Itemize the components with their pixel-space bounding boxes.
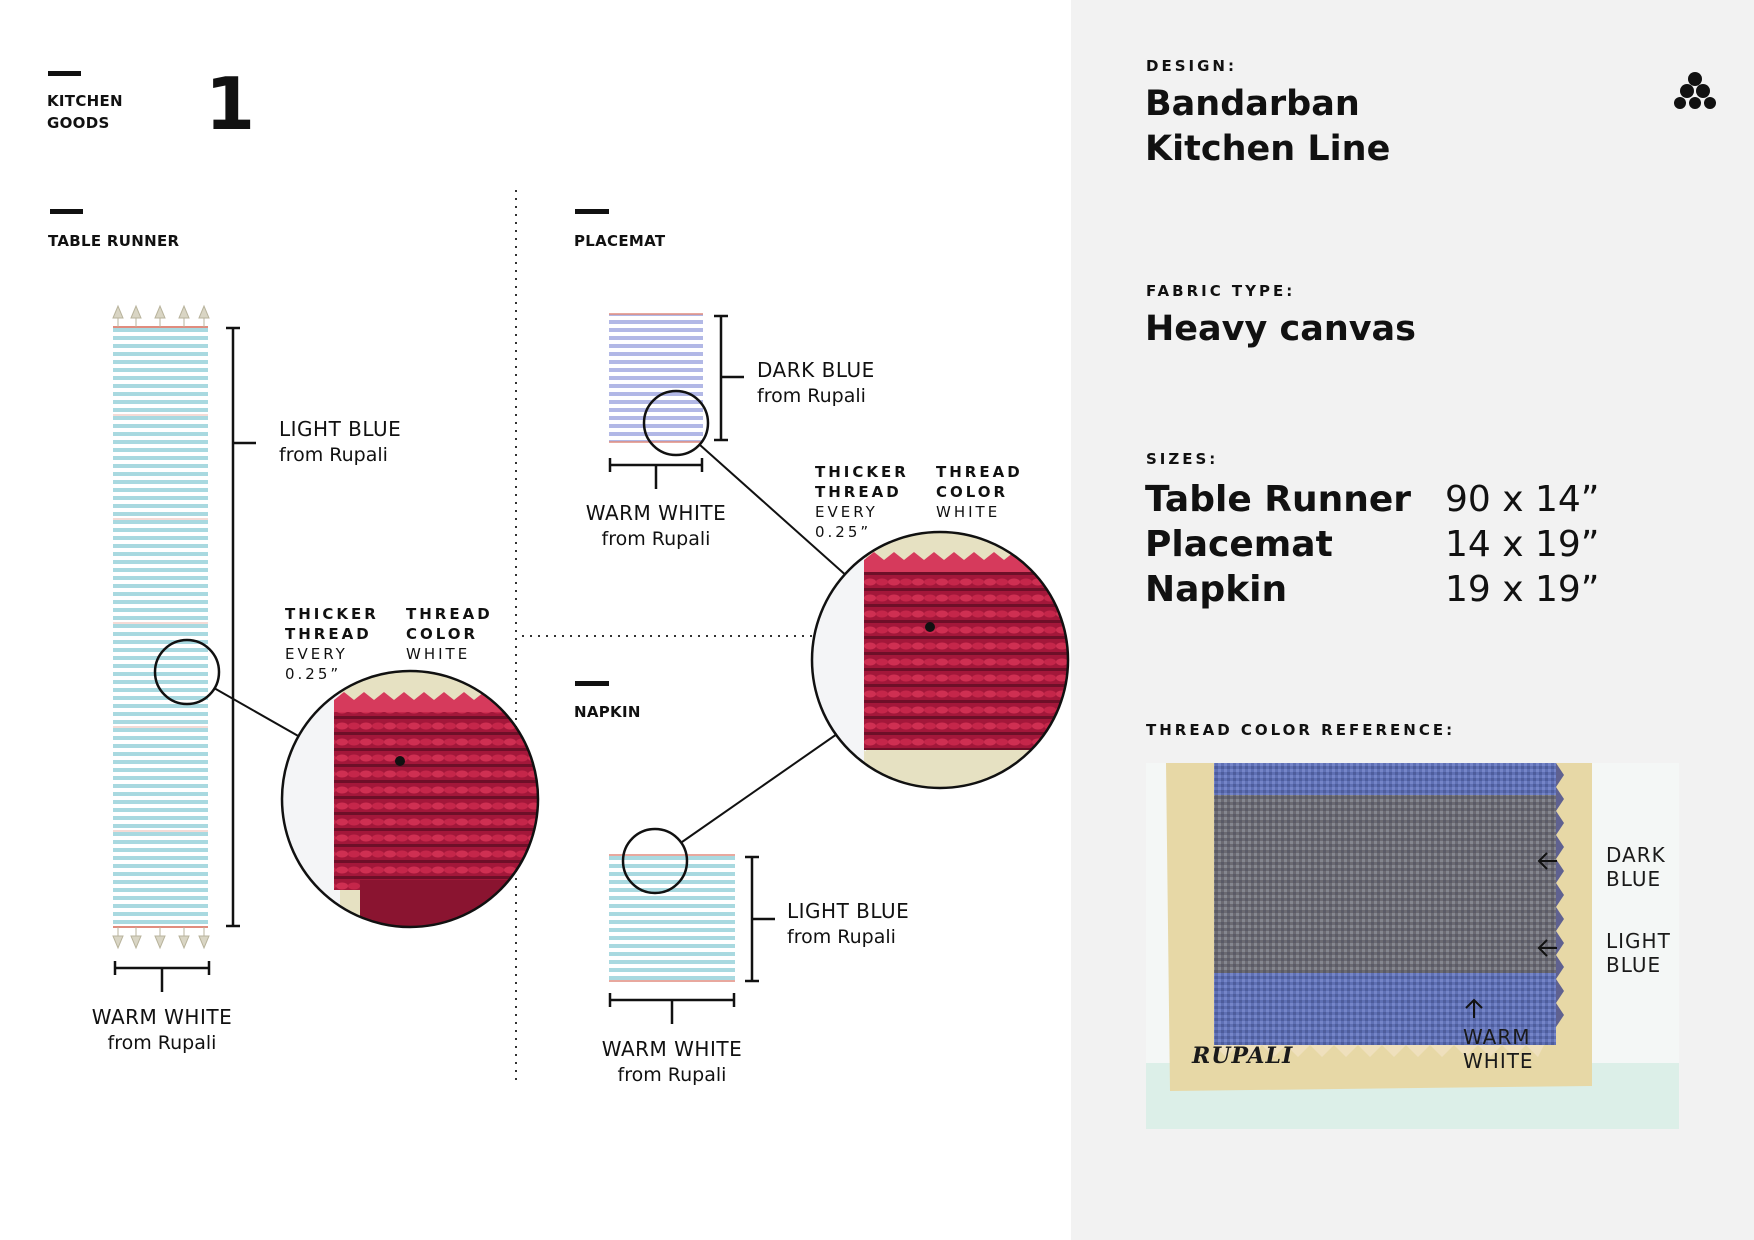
size-value-placemat: 14 x 19”: [1445, 524, 1600, 565]
reference-brand-mark: RUPALI: [1192, 1043, 1294, 1069]
reference-white-line-2: WHITE: [1463, 1049, 1534, 1073]
table-runner-detail-line-2: THREAD: [285, 625, 372, 643]
table-runner-base-callout: WARM WHITE from Rupali: [82, 1004, 242, 1056]
fabric-type-value: Heavy canvas: [1145, 309, 1417, 349]
placemat-stripe-color: DARK BLUE: [757, 358, 875, 382]
placemat-base-source: from Rupali: [601, 528, 711, 550]
napkin-base-source: from Rupali: [617, 1064, 727, 1086]
size-value-napkin: 19 x 19”: [1445, 569, 1600, 610]
placemat-detail-line-2: THREAD: [815, 483, 902, 501]
placemat-detail-line-3: EVERY: [815, 503, 878, 521]
header-dash: [48, 71, 81, 76]
napkin-stripe-callout: LIGHT BLUE from Rupali: [787, 898, 909, 950]
table-runner-thread-line-2: COLOR: [406, 625, 479, 643]
placemat-stripe-callout: DARK BLUE from Rupali: [757, 357, 875, 409]
placemat-base-callout: WARM WHITE from Rupali: [571, 500, 741, 552]
design-name: Bandarban Kitchen Line: [1145, 82, 1390, 172]
size-value-table-runner: 90 x 14”: [1445, 479, 1600, 520]
thread-reference-photo: DARK BLUE LIGHT BLUE WARM WHITE RUPALI: [1146, 763, 1679, 1129]
table-runner-fringe-top: [112, 304, 210, 327]
placemat-thread-line-2: COLOR: [936, 483, 1009, 501]
placemat-thread-closeup: [812, 532, 1068, 788]
reference-warm-white-label: WARM WHITE: [1463, 1025, 1534, 1073]
size-name-napkin: Napkin: [1145, 569, 1288, 610]
placemat-detail-line-4: 0.25”: [815, 523, 872, 541]
table-runner-thread-closeup: [282, 671, 538, 927]
table-runner-stripe-color: LIGHT BLUE: [279, 417, 402, 441]
table-runner-length-bracket: [226, 326, 256, 928]
swatch-card-illustration: [1146, 763, 1679, 1129]
placemat-stripe-source: from Rupali: [757, 385, 866, 407]
category-label: KITCHEN GOODS: [47, 90, 123, 134]
placemat-zoom-connector: [699, 444, 850, 579]
reference-dark-line-1: DARK: [1606, 843, 1666, 867]
size-name-table-runner: Table Runner: [1145, 479, 1412, 520]
table-runner-base-color: WARM WHITE: [91, 1005, 233, 1029]
design-name-line-1: Bandarban: [1145, 84, 1360, 124]
placemat-thread-note: THREAD COLOR WHITE: [936, 462, 1023, 522]
placemat-base-color: WARM WHITE: [585, 501, 727, 525]
placemat-width-bracket: [608, 458, 704, 489]
category-line-2: GOODS: [47, 114, 110, 132]
napkin-stripe-color: LIGHT BLUE: [787, 899, 910, 923]
napkin-stripe-source: from Rupali: [787, 926, 896, 948]
reference-light-line-1: LIGHT: [1606, 929, 1671, 953]
placemat-height-bracket: [714, 314, 744, 442]
placemat-title: PLACEMAT: [574, 232, 666, 250]
napkin-width-bracket: [608, 993, 736, 1024]
fabric-type-label: FABRIC TYPE:: [1146, 282, 1296, 300]
placemat-detail-line-1: THICKER: [815, 463, 909, 481]
table-runner-thread-note: THREAD COLOR WHITE: [406, 604, 493, 664]
table-runner-base-source: from Rupali: [107, 1032, 217, 1054]
reference-light-blue-label: LIGHT BLUE: [1606, 929, 1671, 977]
category-line-1: KITCHEN: [47, 92, 123, 110]
placemat-thread-line-1: THREAD: [936, 463, 1023, 481]
design-label: DESIGN:: [1146, 57, 1237, 75]
placemat-detail-note: THICKER THREAD EVERY 0.25”: [815, 462, 909, 542]
reference-dark-blue-label: DARK BLUE: [1606, 843, 1666, 891]
napkin-title: NAPKIN: [574, 703, 641, 721]
sizes-label: SIZES:: [1146, 450, 1219, 468]
placemat-thread-line-3: WHITE: [936, 503, 1001, 521]
table-runner-dash: [50, 209, 83, 214]
triangle-dots-logo-icon: [1674, 72, 1716, 109]
size-name-placemat: Placemat: [1145, 524, 1333, 565]
table-runner-detail-line-4: 0.25”: [285, 665, 342, 683]
table-runner-stripe-source: from Rupali: [279, 444, 388, 466]
placemat-fabric: [609, 314, 703, 442]
table-runner-detail-line-1: THICKER: [285, 605, 379, 623]
napkin-zoom-marker: [621, 827, 689, 895]
reference-light-line-2: BLUE: [1606, 953, 1662, 977]
table-runner-zoom-marker: [153, 638, 221, 706]
table-runner-fringe-bottom: [112, 927, 210, 950]
table-runner-title: TABLE RUNNER: [48, 232, 180, 250]
table-runner-fabric: [113, 326, 208, 928]
napkin-base-color: WARM WHITE: [601, 1037, 743, 1061]
table-runner-thread-line-1: THREAD: [406, 605, 493, 623]
table-runner-stripe-callout: LIGHT BLUE from Rupali: [279, 416, 401, 468]
napkin-base-callout: WARM WHITE from Rupali: [587, 1036, 757, 1088]
design-name-line-2: Kitchen Line: [1145, 129, 1391, 169]
reference-white-line-1: WARM: [1463, 1025, 1531, 1049]
napkin-zoom-connector: [681, 733, 838, 843]
placemat-dash: [575, 209, 609, 214]
table-runner-thread-line-3: WHITE: [406, 645, 471, 663]
table-runner-zoom-connector: [213, 687, 301, 738]
napkin-height-bracket: [745, 855, 775, 983]
reference-dark-line-2: BLUE: [1606, 867, 1662, 891]
page-number: 1: [205, 62, 256, 146]
napkin-dash: [575, 681, 609, 686]
placemat-zoom-marker: [642, 389, 710, 457]
table-runner-width-bracket: [113, 961, 211, 992]
napkin-fabric: [609, 855, 735, 981]
table-runner-detail-line-3: EVERY: [285, 645, 348, 663]
thread-reference-label: THREAD COLOR REFERENCE:: [1146, 721, 1456, 739]
table-runner-detail-note: THICKER THREAD EVERY 0.25”: [285, 604, 379, 684]
product-diagram: [112, 190, 1070, 1085]
